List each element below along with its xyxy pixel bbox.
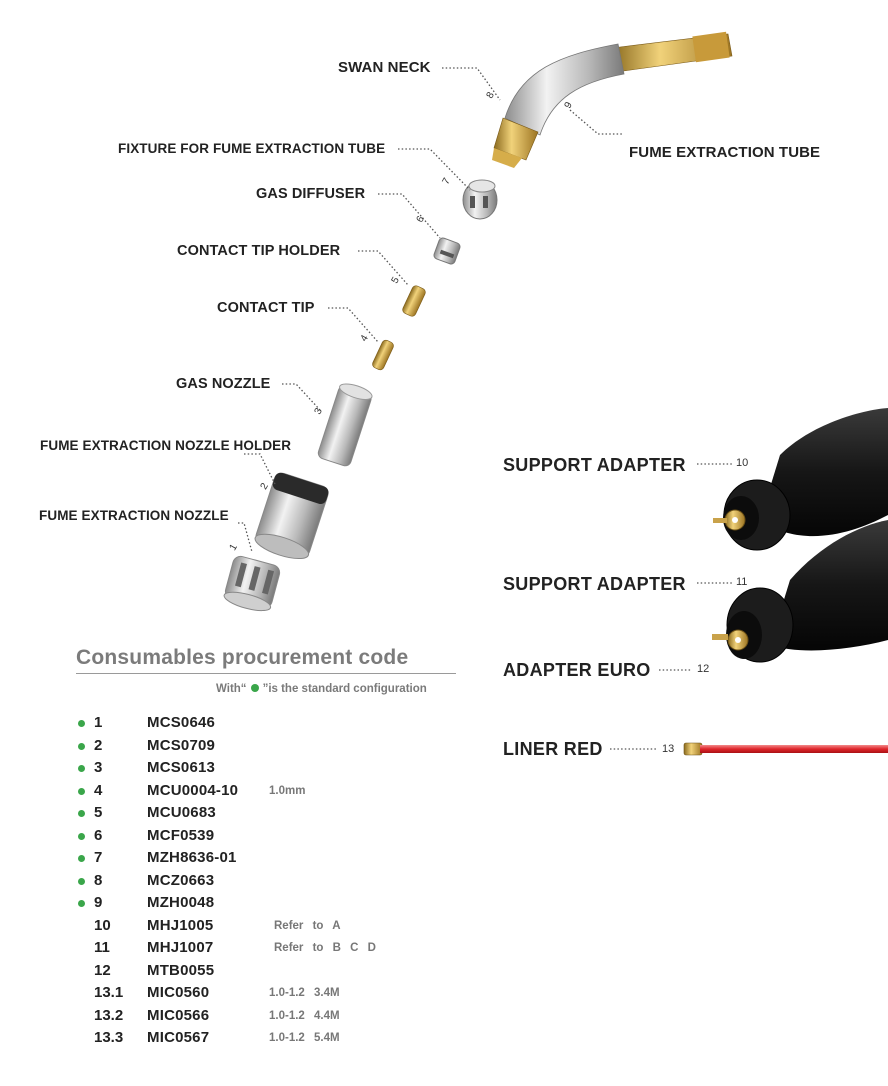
standard-dot-icon xyxy=(250,684,259,692)
tip-part xyxy=(372,339,394,371)
row-code: MHJ1007 xyxy=(147,939,214,956)
label-gas-diffuser: GAS DIFFUSER xyxy=(256,186,366,202)
table-row: 12 MTB0055 xyxy=(76,962,496,984)
label-contact-tip-holder: CONTACT TIP HOLDER xyxy=(177,243,341,259)
row-number: 3 xyxy=(94,759,103,776)
standard-dot-icon xyxy=(78,810,85,817)
note-prefix: With“ xyxy=(216,683,247,695)
row-code: MZH0048 xyxy=(147,894,215,911)
row-extra: Refer to A xyxy=(274,919,341,932)
table-row: 6 MCF0539 xyxy=(76,827,496,849)
title-rule xyxy=(76,673,456,674)
row-number: 7 xyxy=(94,849,103,866)
swan-neck-front xyxy=(493,117,539,161)
label-contact-tip: CONTACT TIP xyxy=(217,300,315,316)
standard-dot-icon xyxy=(78,877,85,885)
table-row: 13.3 MIC0567 1.0-1.2 5.4M xyxy=(76,1029,496,1051)
callout-number-13: 13 xyxy=(662,743,675,755)
row-code: MIC0567 xyxy=(147,1029,210,1046)
fume-nozzle-part xyxy=(223,555,281,612)
callout-number-10: 10 xyxy=(736,457,749,469)
nozzle-holder-part xyxy=(254,472,329,560)
row-code: MCS0709 xyxy=(147,736,216,754)
row-extra: 1.0mm xyxy=(269,784,306,797)
row-code: MCU0004-10 xyxy=(147,781,239,799)
label-fume-extraction-nozzle: FUME EXTRACTION NOZZLE xyxy=(39,508,229,523)
callout-number-11: 11 xyxy=(736,576,748,588)
label-gas-nozzle: GAS NOZZLE xyxy=(176,376,271,392)
table-row: 3 MCS0613 xyxy=(76,759,496,781)
standard-dot-icon xyxy=(78,787,85,795)
callout-number-12: 12 xyxy=(697,663,710,675)
table-row: 4 MCU0004-10 1.0mm xyxy=(76,782,496,804)
row-code: MCF0539 xyxy=(147,826,215,844)
table-row: 5 MCU0683 xyxy=(76,804,496,826)
standard-dot-icon xyxy=(78,720,85,727)
contact-tip-holder-part xyxy=(433,237,461,265)
row-code: MCZ0663 xyxy=(147,871,215,889)
table-row: 13.2 MIC0566 1.0-1.2 4.4M xyxy=(76,1007,496,1029)
table-row: 1 MCS0646 xyxy=(76,714,496,736)
gas-diffuser-part xyxy=(462,179,498,220)
standard-dot-icon xyxy=(78,742,85,750)
row-number: 13.3 xyxy=(94,1029,124,1046)
row-number: 1 xyxy=(94,714,103,731)
row-number: 9 xyxy=(94,894,103,911)
row-number: 5 xyxy=(94,804,103,821)
standard-dot-icon xyxy=(78,765,85,772)
table-row: 13.1 MIC0560 1.0-1.2 3.4M xyxy=(76,984,496,1006)
row-number: 4 xyxy=(94,781,103,799)
gas-nozzle-part xyxy=(317,383,373,467)
label-swan-neck: SWAN NECK xyxy=(338,59,431,76)
swan-neck xyxy=(504,43,625,136)
row-code: MZH8636-01 xyxy=(147,849,237,866)
row-code: MCS0613 xyxy=(147,759,216,776)
table-row: 8 MCZ0663 xyxy=(76,872,496,894)
standard-dot-icon xyxy=(78,900,85,907)
row-number: 11 xyxy=(94,939,110,956)
label-support-adapter-10: SUPPORT ADAPTER xyxy=(503,455,686,475)
label-adapter-euro: ADAPTER EURO xyxy=(503,660,651,680)
leader-lines xyxy=(238,67,733,750)
row-code: MCS0646 xyxy=(147,714,216,731)
liner-red-art xyxy=(683,742,888,756)
swan-neck-connector xyxy=(611,31,733,73)
row-extra: 1.0-1.2 5.4M xyxy=(269,1032,340,1044)
note-suffix: ”is the standard configuration xyxy=(262,683,427,695)
table-row: 11 MHJ1007 Refer to B C D xyxy=(76,939,496,961)
row-extra: 1.0-1.2 3.4M xyxy=(269,987,340,999)
label-support-adapter-11: SUPPORT ADAPTER xyxy=(503,574,686,594)
row-number: 10 xyxy=(94,916,111,934)
standard-dot-icon xyxy=(78,832,85,840)
row-code: MCU0683 xyxy=(147,804,216,821)
standard-config-note: With“ ”is the standard configuration xyxy=(216,683,427,695)
row-code: MHJ1005 xyxy=(147,916,214,934)
label-fixture-fume-extraction-tube: FIXTURE FOR FUME EXTRACTION TUBE xyxy=(118,141,386,156)
label-liner-red: LINER RED xyxy=(503,739,603,759)
row-number: 13.1 xyxy=(94,984,124,1001)
row-extra: Refer to B C D xyxy=(274,942,376,954)
table-row: 2 MCS0709 xyxy=(76,737,496,759)
row-code: MIC0566 xyxy=(147,1006,210,1024)
table-row: 7 MZH8636-01 xyxy=(76,849,496,871)
row-number: 8 xyxy=(94,871,103,889)
table-row: 9 MZH0048 xyxy=(76,894,496,916)
row-number: 12 xyxy=(94,961,111,979)
contact-tip-part xyxy=(402,285,426,317)
support-adapter-11-art xyxy=(712,520,888,663)
label-fume-extraction-nozzle-holder: FUME EXTRACTION NOZZLE HOLDER xyxy=(40,438,292,453)
row-number: 2 xyxy=(94,736,103,754)
table-row: 10 MHJ1005 Refer to A xyxy=(76,917,496,939)
row-code: MTB0055 xyxy=(147,961,215,979)
row-code: MIC0560 xyxy=(147,984,210,1001)
support-adapter-10-art xyxy=(713,408,888,551)
row-number: 6 xyxy=(94,826,103,844)
label-fume-extraction-tube: FUME EXTRACTION TUBE xyxy=(629,144,821,161)
table-title: Consumables procurement code xyxy=(76,646,409,669)
row-extra: 1.0-1.2 4.4M xyxy=(269,1009,340,1022)
row-number: 13.2 xyxy=(94,1006,124,1024)
standard-dot-icon xyxy=(78,855,85,862)
